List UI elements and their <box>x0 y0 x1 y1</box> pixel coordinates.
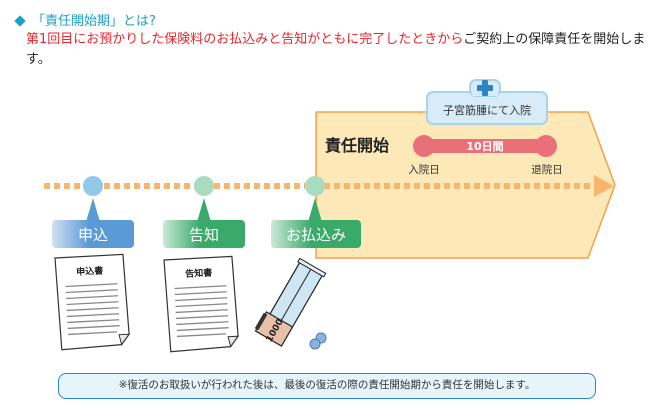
description-rest: ご契約上の保障責任を開始します。 <box>26 32 646 67</box>
hospital-duration: 10日間 <box>466 140 503 153</box>
step-payment: お払込み <box>271 176 361 248</box>
step-disclosure: 告知 <box>163 176 245 248</box>
document-title: 申込書 <box>76 265 104 278</box>
discharge-marker <box>535 135 557 157</box>
medical-cross-icon <box>477 80 493 96</box>
step-label: お払込み <box>286 226 346 244</box>
timeline-arrow-icon <box>594 175 614 197</box>
hospital-label: 子宮筋腫にて入院 <box>443 103 531 117</box>
step-badge <box>271 220 361 248</box>
document-title: 告知書 <box>185 267 213 280</box>
note-text: ※復活のお取扱いが行われた後は、最後の復活の際の責任開始期から責任を開始します。 <box>118 379 536 391</box>
hospital-callout: 子宮筋腫にて入院 <box>426 79 548 125</box>
note-box: ※復活のお取扱いが行われた後は、最後の復活の際の責任開始期から責任を開始します。 <box>58 373 596 399</box>
step-dot <box>194 176 214 196</box>
step-label: 申込 <box>78 226 108 244</box>
section-title: 「責任開始期」とは? <box>14 10 156 29</box>
discharge-label: 退院日 <box>531 163 563 176</box>
step-application: 申込 <box>52 176 134 248</box>
admission-label: 入院日 <box>408 163 440 176</box>
step-dot <box>83 176 103 196</box>
application-form-icon: 申込書 <box>54 253 131 351</box>
coins-icon <box>309 332 327 350</box>
coverage-label: 責任開始 <box>325 136 389 155</box>
description: 第1回目にお預かりした保険料のお払込みと告知がともに完了したときからご契約上の保… <box>26 30 656 70</box>
step-badge <box>52 220 134 248</box>
disclosure-form-icon: 告知書 <box>163 255 240 353</box>
admission-marker <box>413 135 435 157</box>
title-text: 「責任開始期」とは? <box>32 14 156 29</box>
description-highlight: 第1回目にお預かりした保険料のお払込みと告知がともに完了したときから <box>26 32 464 47</box>
step-badge <box>163 220 245 248</box>
step-label: 告知 <box>189 226 219 244</box>
payment-envelope-icon: 1000 <box>254 257 327 347</box>
step-dot <box>305 176 325 196</box>
hospital-stay-bar: 10日間 <box>413 135 557 157</box>
